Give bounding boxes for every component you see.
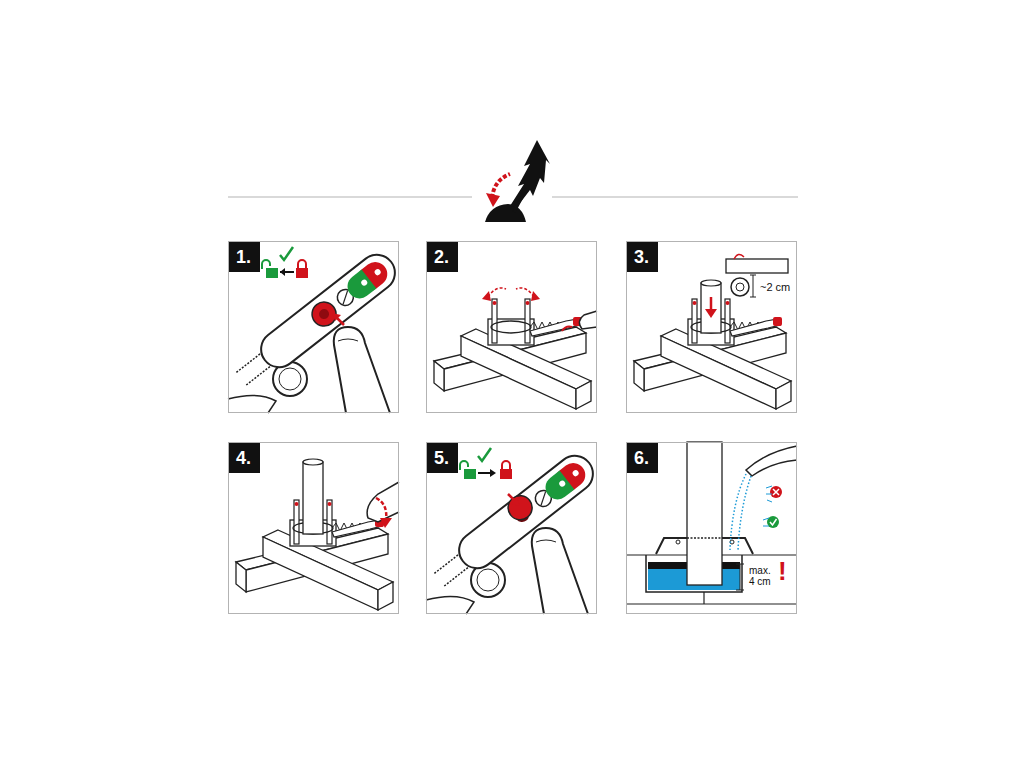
step-number: 2. <box>427 242 458 272</box>
step-panel: 6. max. 4 cm! <box>626 442 797 614</box>
step-number: 6. <box>627 443 658 473</box>
open-clamp-step <box>434 288 597 409</box>
step-panel: 4. <box>228 442 399 614</box>
dimension-label: ~2 cm <box>760 281 790 293</box>
step-panel: 1. <box>228 241 399 413</box>
step-number: 3. <box>627 242 658 272</box>
step-number: 4. <box>229 443 260 473</box>
tree-icon <box>485 140 550 222</box>
step-panel: 2. <box>426 241 597 413</box>
close-clamp-step <box>236 459 399 610</box>
step-number: 1. <box>229 242 260 272</box>
step-panel: 5. <box>426 442 597 614</box>
step-panel: 3. ~2 cm <box>626 241 797 413</box>
insert-trunk-step <box>634 254 791 409</box>
dimension-label: max. 4 cm <box>749 565 777 587</box>
warning-mark: ! <box>778 557 787 586</box>
water-step <box>626 442 797 604</box>
step-number: 5. <box>427 443 458 473</box>
